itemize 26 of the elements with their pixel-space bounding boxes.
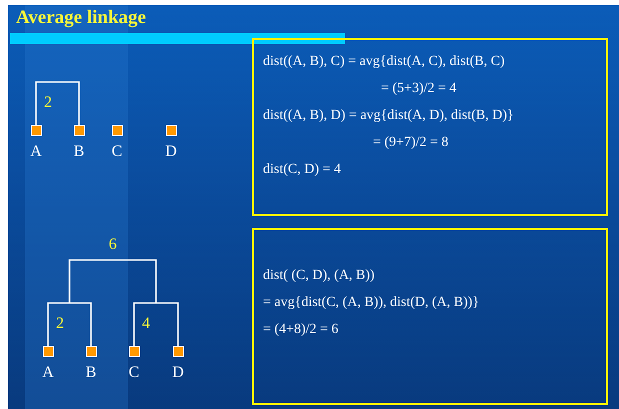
leaf-label: C (112, 144, 122, 160)
formula-line: dist((A, B), D) = avg{dist(A, D), dist(B, D)} (263, 108, 514, 124)
leaf-label: A (42, 365, 54, 381)
leaf-label: B (74, 144, 84, 160)
leaf-label: D (165, 144, 177, 160)
leaf-label: D (172, 365, 184, 381)
formula-box (252, 228, 608, 405)
merge-height-label: 4 (142, 316, 150, 332)
formula-line: dist(C, D) = 4 (263, 162, 341, 178)
leaf-label: A (30, 144, 42, 160)
formula-line: = avg{dist(C, (A, B)), dist(D, (A, B))} (263, 295, 480, 311)
formula-line: dist((A, B), C) = avg{dist(A, C), dist(B, C) (263, 54, 505, 70)
merge-height-label: 2 (44, 95, 52, 111)
formula-line: = (9+7)/2 = 8 (373, 135, 448, 151)
dendrogram-link (47, 302, 92, 346)
formula-line: dist( (C, D), (A, B)) (263, 268, 375, 284)
formula-line: = (5+3)/2 = 4 (381, 81, 456, 97)
leaf-label: B (86, 365, 96, 381)
leaf-label: C (128, 365, 140, 381)
formula-box (252, 38, 608, 216)
dendrogram-link (35, 81, 80, 125)
formula-line: = (4+8)/2 = 6 (263, 322, 338, 338)
merge-height-label: 6 (108, 237, 117, 253)
merge-height-label: 2 (56, 316, 64, 332)
slide-title: Average linkage (16, 8, 146, 27)
dendrogram-link (133, 302, 179, 346)
